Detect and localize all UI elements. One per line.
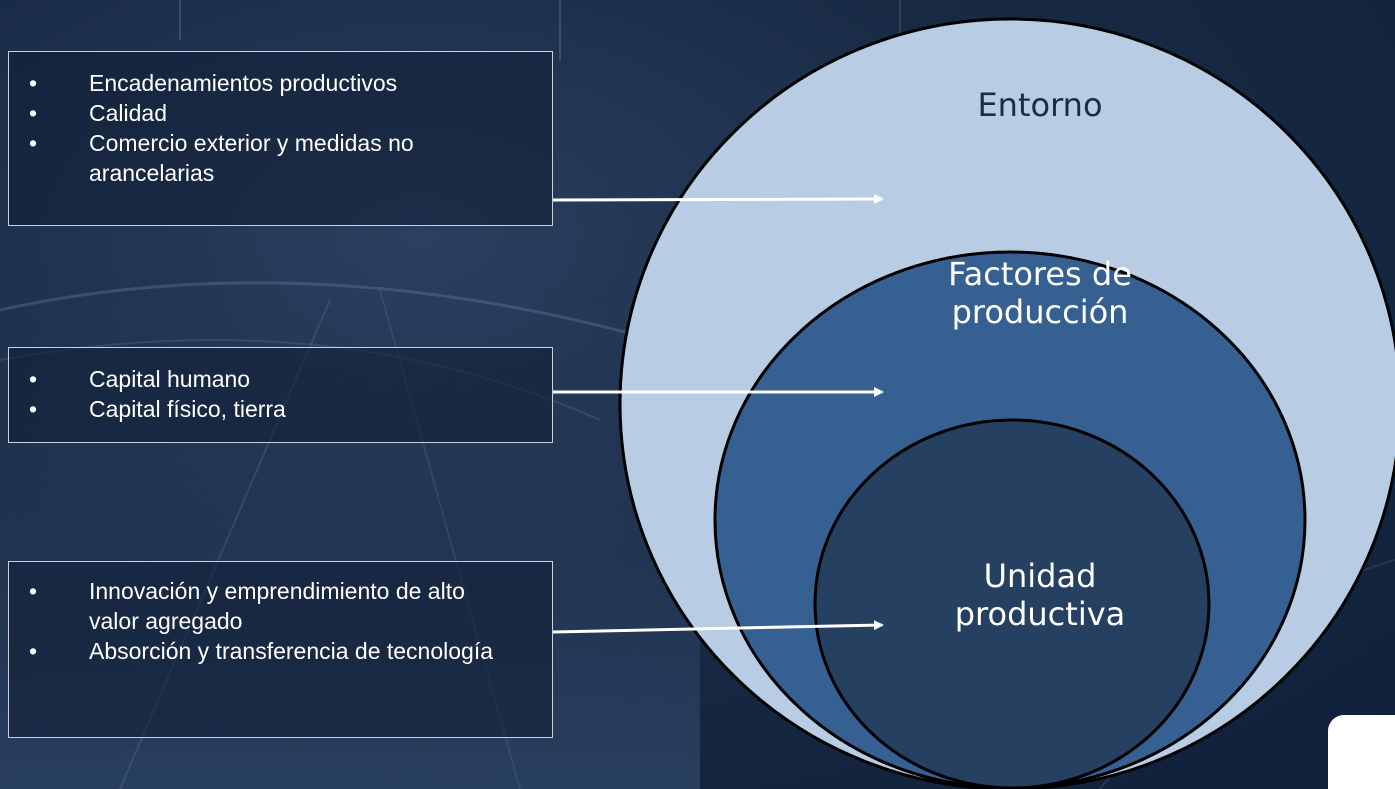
box-unidad-factors: • Innovación y emprendimiento de alto val… <box>8 561 553 738</box>
list-item-text: Capital humano <box>89 366 251 392</box>
bullet-icon: • <box>29 638 38 664</box>
list-item-text: Absorción y transferencia de tecnología <box>89 638 494 664</box>
circle-label-entorno: Entorno <box>977 86 1103 124</box>
circle-label-unidad: Unidad productiva <box>954 557 1126 633</box>
box-factores-factors: • Capital humano • Capital físico, tierra <box>8 347 553 443</box>
bullet-icon: • <box>29 100 38 126</box>
bullet-icon: • <box>29 130 38 156</box>
bullet-icon: • <box>29 70 38 96</box>
circle-label-factores: Factores de producción <box>948 255 1132 331</box>
list-item: • Calidad <box>9 98 552 128</box>
list-item: • Encadenamientos productivos <box>9 68 552 98</box>
box-entorno-factors: • Encadenamientos productivos • Calidad • C… <box>8 51 553 226</box>
list-item-text: Comercio exterior y medidas no arancelar… <box>89 130 414 186</box>
corner-tab <box>1328 715 1395 789</box>
arrow-to-unidad <box>552 620 884 634</box>
list-item: • Absorción y transferencia de tecnología <box>9 636 552 666</box>
bullet-icon: • <box>29 396 38 422</box>
list-item-text: Encadenamientos productivos <box>89 70 398 96</box>
list-item-text: Capital físico, tierra <box>89 396 286 422</box>
inner-circle-unidad <box>813 418 1211 789</box>
list-item: • Capital físico, tierra <box>9 394 552 424</box>
list-item: • Capital humano <box>9 364 552 394</box>
list-item: • Comercio exterior y medidas no arancela… <box>9 128 552 188</box>
list-item: • Innovación y emprendimiento de alto val… <box>9 576 552 636</box>
list-item-text: Calidad <box>89 100 167 126</box>
arrow-to-entorno <box>552 194 884 205</box>
bullet-icon: • <box>29 578 38 604</box>
list-item-text: Innovación y emprendimiento de alto valo… <box>89 578 465 634</box>
bullet-icon: • <box>29 366 38 392</box>
